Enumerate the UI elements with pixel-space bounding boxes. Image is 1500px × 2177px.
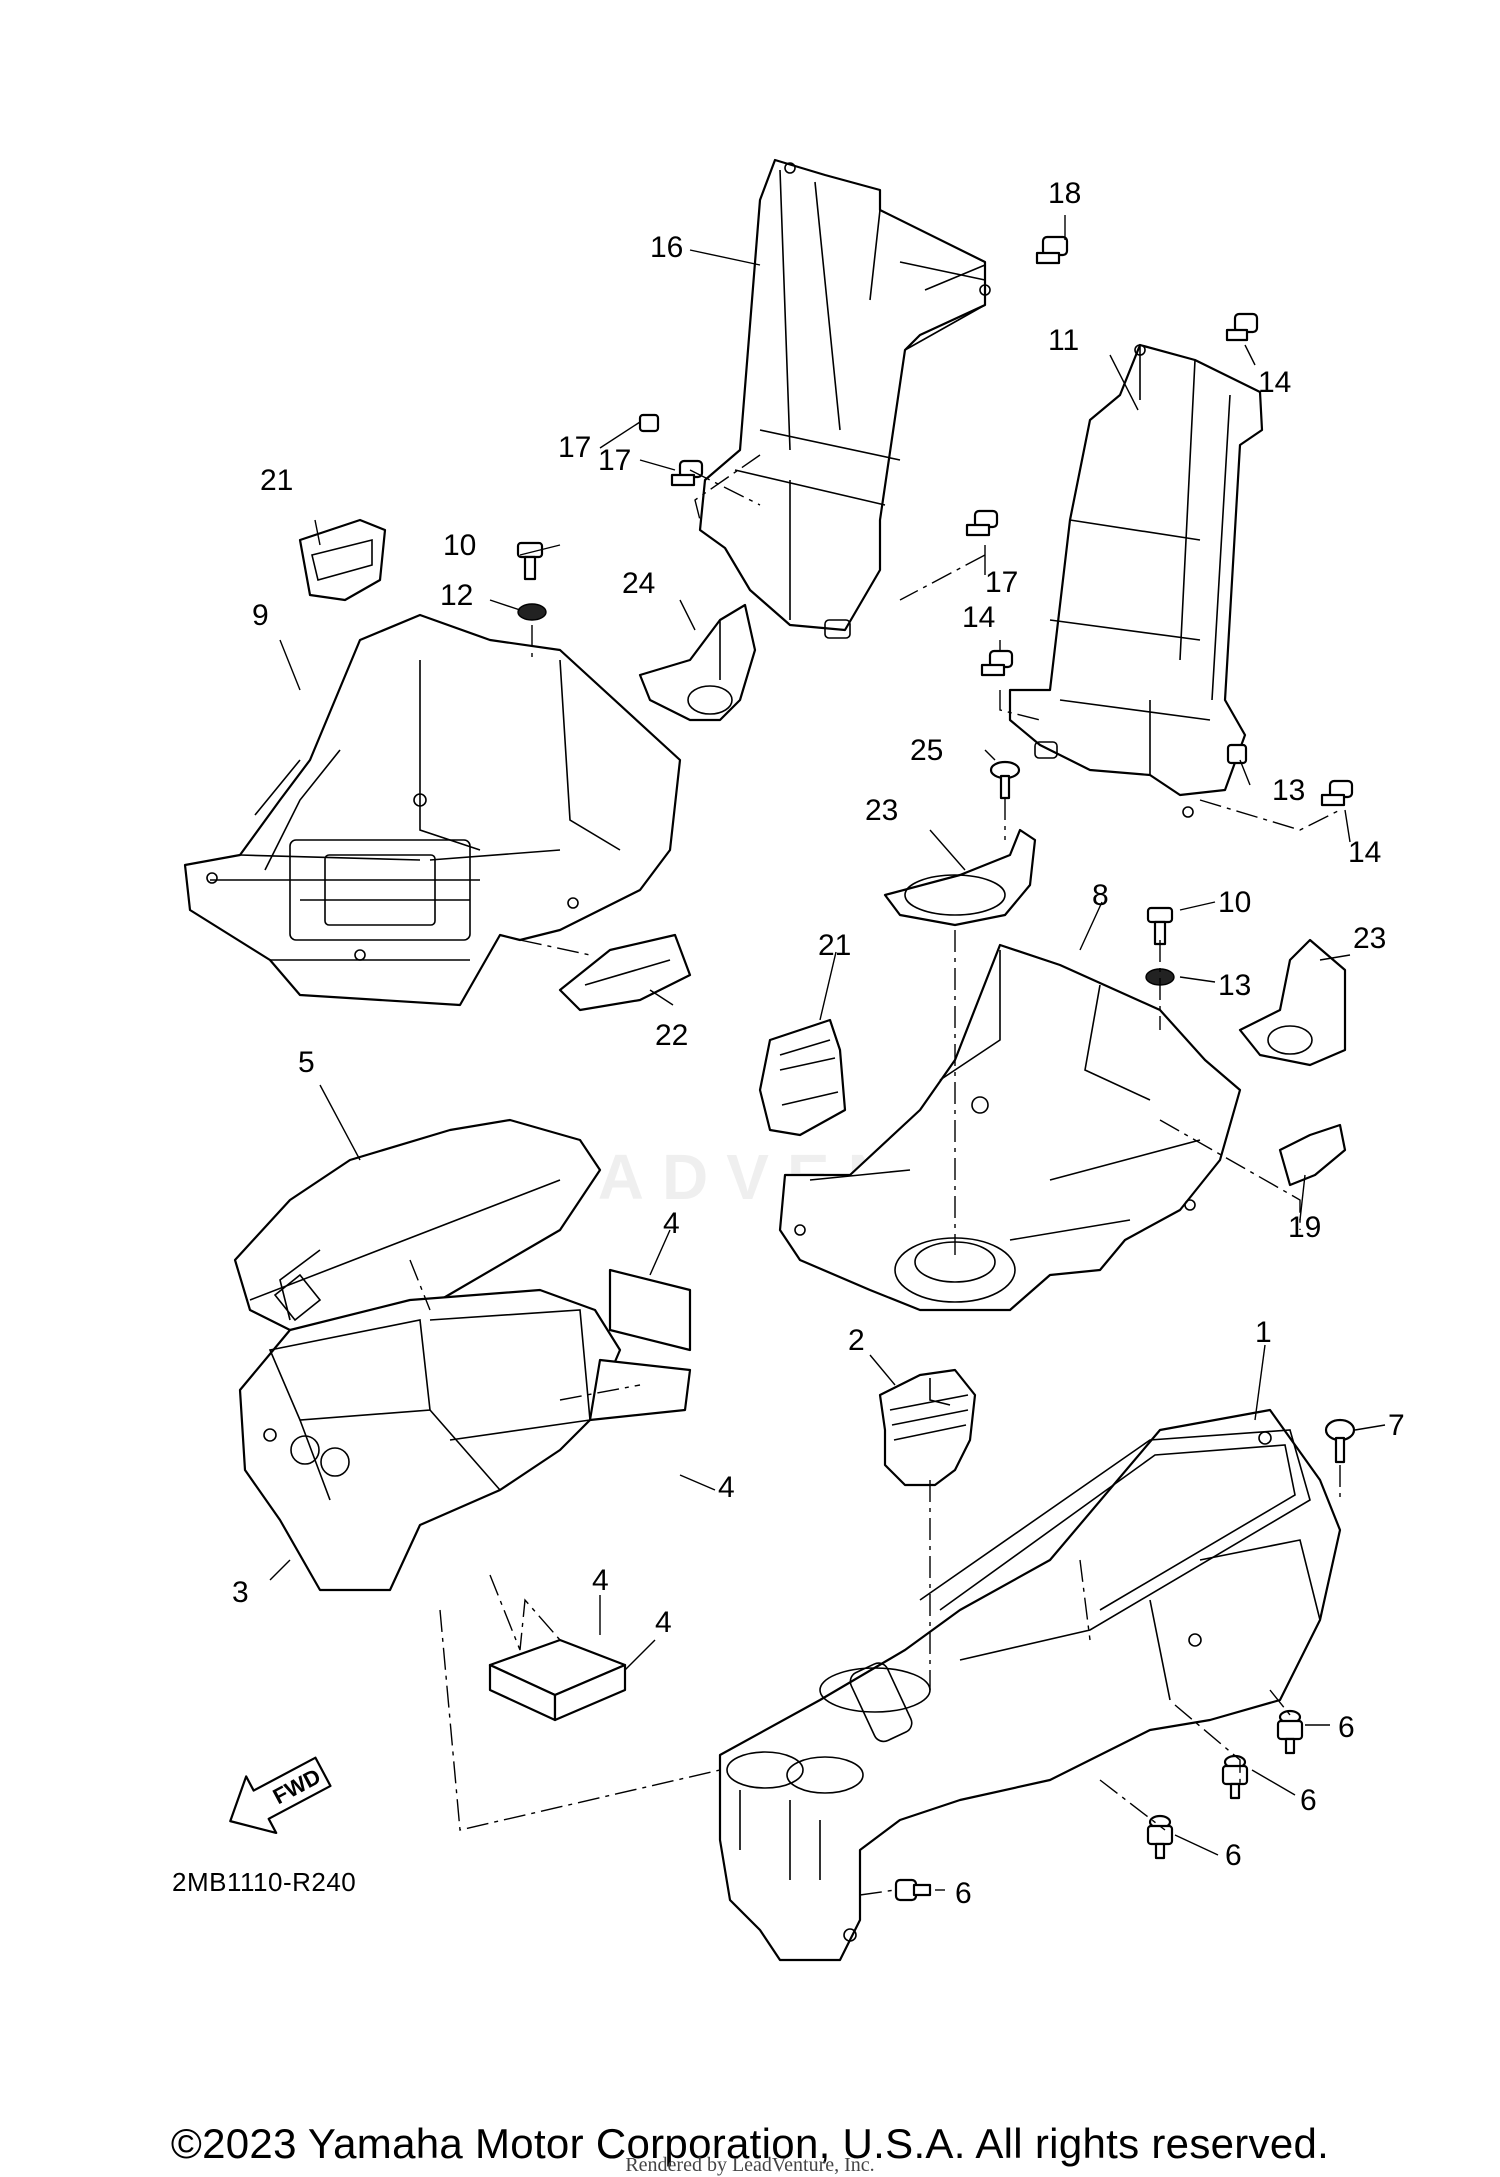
callout-7: 7 [1388, 1409, 1405, 1442]
callout-6: 6 [1338, 1711, 1355, 1744]
part-9-left-floor-panel [183, 613, 682, 1007]
callout-14: 14 [1258, 366, 1291, 399]
copyright-notice: ©2023 Yamaha Motor Corporation, U.S.A. A… [170, 2120, 1330, 2167]
callout-14: 14 [962, 601, 995, 634]
callout-17: 17 [985, 566, 1018, 599]
fastener-11-left [517, 603, 547, 621]
callout-24: 23 [865, 794, 898, 827]
callout-3: 3 [232, 1576, 249, 1609]
callout-12: 11 [1048, 324, 1079, 357]
callout-2: 2 [848, 1324, 865, 1357]
callout-10: 10 [1218, 886, 1251, 919]
callout-14: 14 [1348, 836, 1381, 869]
callout-6: 6 [1300, 1784, 1317, 1817]
fastener-6-d [894, 1878, 932, 1902]
callout-4: 4 [592, 1564, 609, 1597]
callout-25: 25 [910, 734, 943, 767]
part-20-vent [758, 1018, 847, 1137]
callout-4: 4 [718, 1471, 735, 1504]
rendered-by-note: Rendered by LeadVenture, Inc. [625, 2154, 875, 2176]
callout-5: 5 [298, 1046, 315, 1079]
callout-23: 24 [622, 567, 655, 600]
part-22-duct [1238, 938, 1347, 1067]
fastener-6-c [1146, 1814, 1174, 1860]
fastener-10-right [1146, 906, 1174, 946]
callout-10: 10 [443, 529, 476, 562]
callout-numbers: 18 16 14 11 17 17 21 10 12 9 24 17 14 13… [232, 177, 1405, 1910]
fastener-6-a [1276, 1709, 1304, 1755]
fwd-arrow-icon: FWD [229, 1756, 332, 1835]
fastener-17-right [965, 509, 999, 537]
callout-17: 17 [598, 444, 631, 477]
callout-4: 4 [663, 1207, 680, 1240]
callout-9: 9 [252, 599, 269, 632]
callout-22: 23 [1353, 922, 1386, 955]
fastener-17-mid [670, 459, 704, 487]
fastener-16-nut [638, 413, 660, 433]
callout-4: 4 [655, 1606, 672, 1639]
part-1-center-console [718, 1408, 1342, 1962]
part-12-side-panel [1008, 343, 1264, 818]
callout-20: 21 [818, 929, 851, 962]
leader-lines [269, 215, 1386, 1896]
part-24-ring-bracket [883, 828, 1037, 927]
callout-15: 16 [650, 231, 683, 264]
fastener-7 [1324, 1418, 1356, 1464]
part-15-side-panel [698, 158, 991, 639]
fastener-17-top [1035, 235, 1069, 265]
callout-6: 6 [955, 1877, 972, 1910]
callout-1: 1 [1255, 1316, 1272, 1349]
part-2-shift-boot [878, 1368, 977, 1487]
callout-11: 12 [440, 579, 473, 612]
part-19-vent [298, 518, 387, 602]
callout-6: 6 [1225, 1839, 1242, 1872]
callout-13: 13 [1272, 774, 1305, 807]
part-4-pads [488, 1268, 692, 1722]
fastener-13-nut [1226, 743, 1248, 765]
callout-8: 8 [1092, 879, 1109, 912]
fastener-14-top [1225, 312, 1259, 342]
callout-21: 22 [655, 1019, 688, 1052]
fastener-10-left [516, 541, 544, 581]
callout-16: 17 [558, 431, 591, 464]
part-21-cover [558, 933, 692, 1012]
callout-11: 13 [1218, 969, 1251, 1002]
part-23-duct [638, 603, 757, 722]
fastener-14-mid [980, 649, 1014, 677]
fastener-14-low [1320, 779, 1354, 807]
callout-17: 18 [1048, 177, 1081, 210]
part-8-right-floor-panel [778, 943, 1242, 1312]
callout-19: 21 [260, 464, 293, 497]
callout-18: 19 [1288, 1211, 1321, 1244]
diagram-code: 2MB1110-R240 [172, 1867, 357, 1897]
fasteners [516, 235, 1356, 1902]
part-18-clip [1278, 1123, 1347, 1187]
fastener-6-b [1221, 1754, 1249, 1800]
fastener-25 [989, 760, 1021, 800]
part-3-console-box [238, 1288, 692, 1592]
